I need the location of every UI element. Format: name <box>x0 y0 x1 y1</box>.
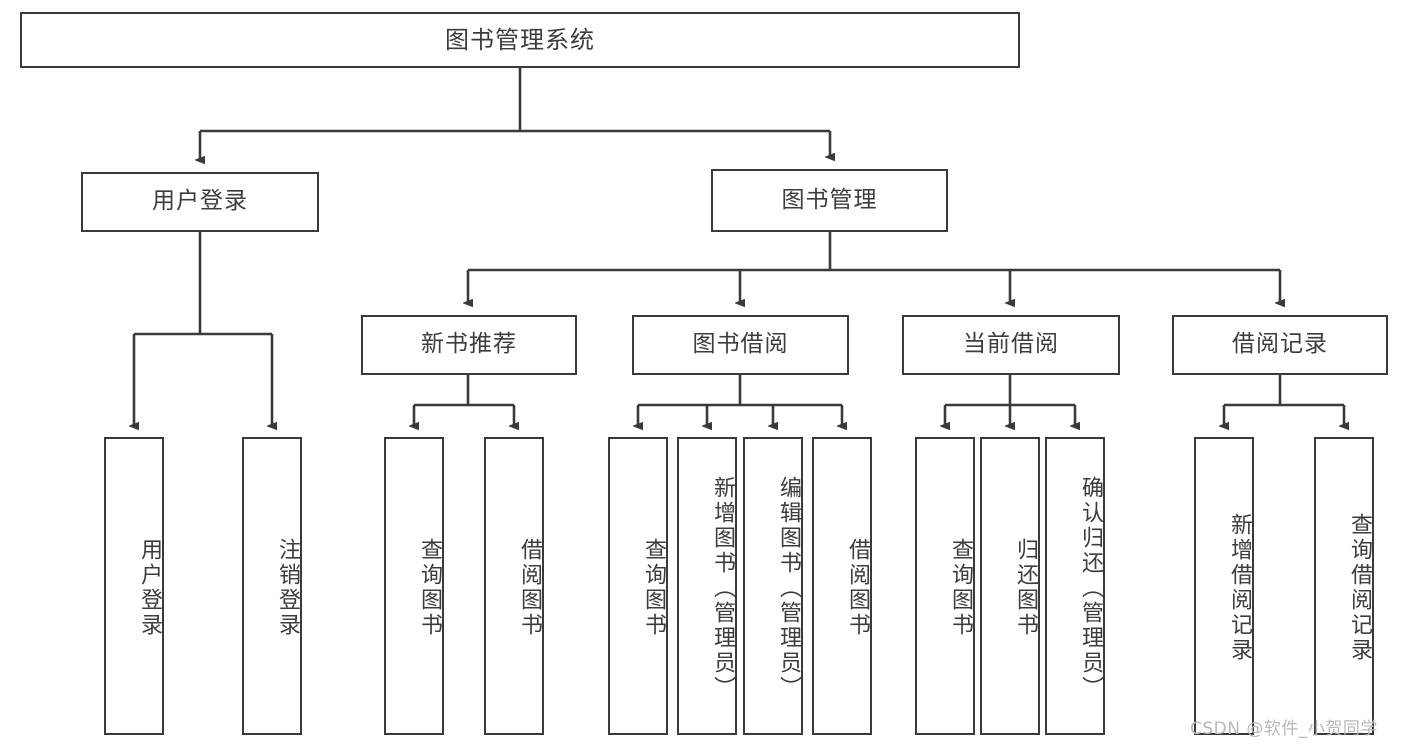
leaf-book-borrow-borrow-book[interactable]: 借阅图书 <box>812 437 872 735</box>
node-label: 用户登录 <box>152 188 248 215</box>
node-label: 编辑图书（管理员） <box>776 475 801 701</box>
node-label: 借阅图书 <box>517 538 542 638</box>
node-label: 查询借阅记录 <box>1347 513 1372 663</box>
node-label: 用户登录 <box>137 538 162 638</box>
node-label: 当前借阅 <box>963 331 1059 358</box>
leaf-current-borrow-confirm-return-admin[interactable]: 确认归还（管理员） <box>1045 437 1105 735</box>
leaf-new-book-borrow-book[interactable]: 借阅图书 <box>484 437 544 735</box>
node-label: 借阅图书 <box>845 538 870 638</box>
node-label: 归还图书 <box>1013 538 1038 638</box>
leaf-record-query-borrow-record[interactable]: 查询借阅记录 <box>1314 437 1374 735</box>
node-label: 查询图书 <box>641 538 666 638</box>
node-label: 查询图书 <box>948 538 973 638</box>
leaf-book-borrow-add-book-admin[interactable]: 新增图书（管理员） <box>677 437 737 735</box>
node-label: 新书推荐 <box>421 331 517 358</box>
node-label: 图书借阅 <box>692 331 789 358</box>
node-root-book-management-system[interactable]: 图书管理系统 <box>20 12 1020 68</box>
node-book-borrowing[interactable]: 图书借阅 <box>632 315 849 375</box>
node-label: 新增图书（管理员） <box>710 475 735 701</box>
node-label: 查询图书 <box>417 538 442 638</box>
leaf-new-book-query-book[interactable]: 查询图书 <box>384 437 444 735</box>
leaf-current-borrow-return-book[interactable]: 归还图书 <box>980 437 1040 735</box>
watermark: CSDN @软件_小贺同学 <box>1190 719 1378 739</box>
node-user-login[interactable]: 用户登录 <box>81 172 319 232</box>
leaf-user-login-login[interactable]: 用户登录 <box>104 437 164 735</box>
leaf-record-add-borrow-record[interactable]: 新增借阅记录 <box>1194 437 1254 735</box>
leaf-current-borrow-query-book[interactable]: 查询图书 <box>915 437 975 735</box>
node-label: 借阅记录 <box>1232 331 1328 358</box>
leaf-book-borrow-edit-book-admin[interactable]: 编辑图书（管理员） <box>743 437 803 735</box>
node-label: 新增借阅记录 <box>1227 513 1252 663</box>
node-label: 图书管理 <box>781 186 878 213</box>
node-borrowing-records[interactable]: 借阅记录 <box>1172 315 1388 375</box>
node-new-book-recommendation[interactable]: 新书推荐 <box>361 315 577 375</box>
node-label: 确认归还（管理员） <box>1078 475 1103 701</box>
node-book-management[interactable]: 图书管理 <box>711 169 948 232</box>
leaf-user-login-logout[interactable]: 注销登录 <box>242 437 302 735</box>
leaf-book-borrow-query-book[interactable]: 查询图书 <box>608 437 668 735</box>
node-label: 注销登录 <box>275 538 300 638</box>
node-current-borrowing[interactable]: 当前借阅 <box>902 315 1120 375</box>
node-label: 图书管理系统 <box>445 25 595 54</box>
